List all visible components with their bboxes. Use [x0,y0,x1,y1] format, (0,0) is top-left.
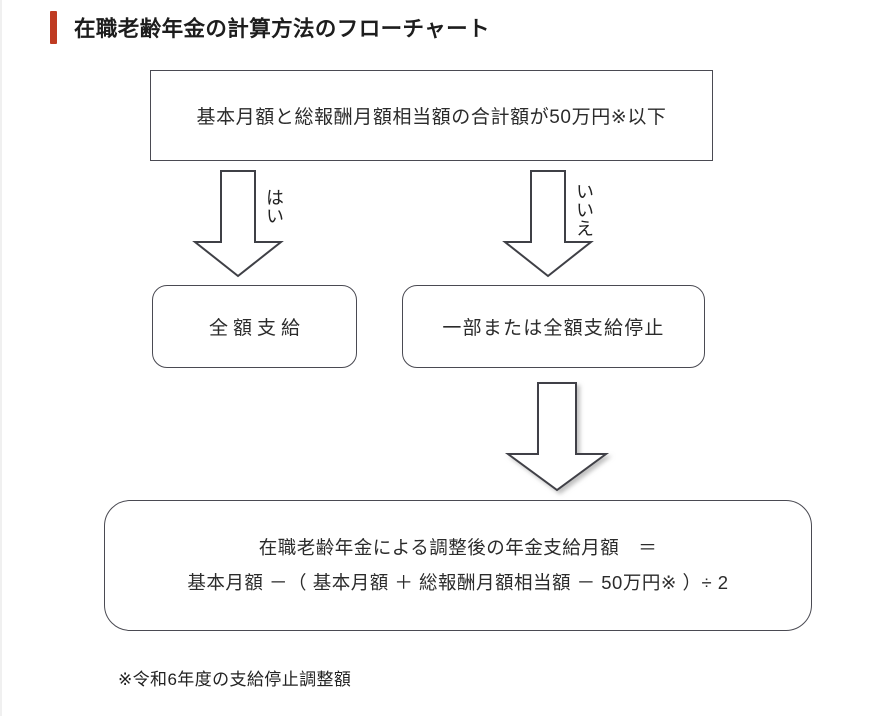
flow-node-formula: 在職老齢年金による調整後の年金支給月額 ＝ 基本月額 －（ 基本月額 ＋ 総報酬… [104,500,812,631]
flow-node-formula-line1: 在職老齢年金による調整後の年金支給月額 ＝ [258,537,658,559]
flow-arrow-to-formula [504,382,610,492]
flow-arrow-yes-label: はい [264,188,284,225]
title-accent-bar [50,10,57,44]
flow-node-formula-line2: 基本月額 －（ 基本月額 ＋ 総報酬月額相当額 － 50万円※ ）÷ 2 [187,571,729,593]
page-title-text: 在職老齢年金の計算方法のフローチャート [74,16,490,41]
flow-arrow-no-label: いいえ [574,182,594,238]
flow-node-partial-suspension: 一部または全額支給停止 [402,285,705,368]
page-title: 在職老齢年金の計算方法のフローチャート [50,9,490,45]
page-left-edge [0,0,2,716]
footnote-text: ※令和6年度の支給停止調整額 [118,670,352,689]
flow-node-full-payment: 全額支給 [152,285,357,368]
flow-arrow-no: いいえ [502,170,594,278]
flow-node-condition: 基本月額と総報酬月額相当額の合計額が50万円※以下 [150,70,713,161]
flow-arrow-yes: はい [192,170,284,278]
